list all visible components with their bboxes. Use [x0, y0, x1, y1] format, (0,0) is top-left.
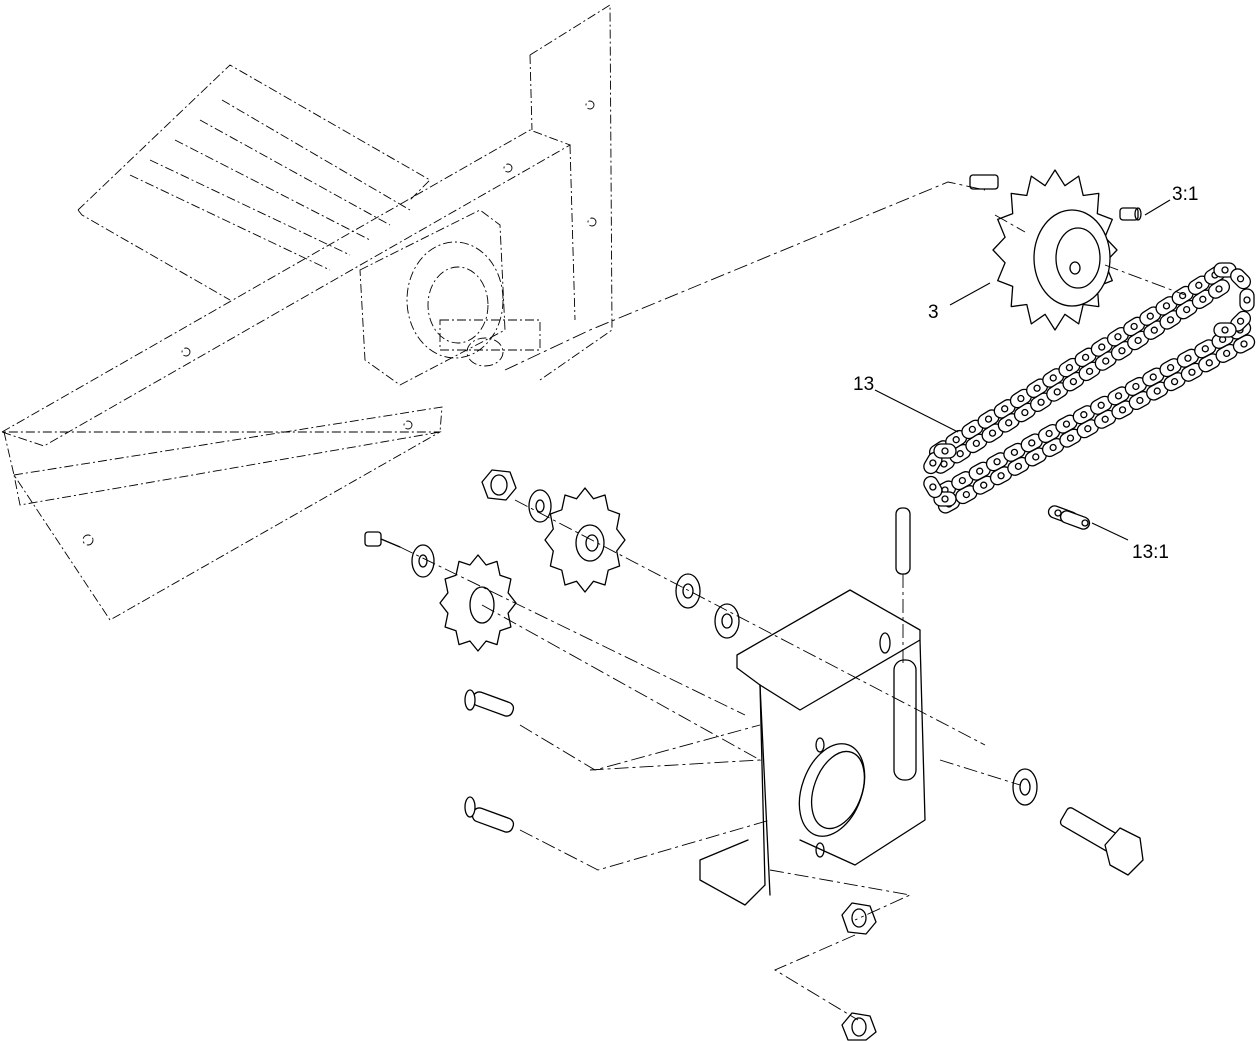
chain-pin: [1065, 363, 1074, 372]
chain-pin: [941, 447, 949, 455]
chain-pin: [1049, 374, 1057, 382]
chain-pin: [1098, 343, 1106, 351]
chain-pin: [952, 436, 960, 444]
chain-pin: [1010, 448, 1019, 457]
drive-sprocket: [969, 169, 1118, 331]
sprocket-teeth: [439, 554, 517, 652]
chain-pin: [1166, 363, 1175, 372]
chain-link: [1232, 334, 1256, 354]
chain-pin: [1205, 359, 1213, 367]
chain-link: [1239, 288, 1255, 312]
flange-bearing: [359, 209, 541, 386]
chain-pin: [1166, 316, 1175, 324]
connecting-link: [1047, 505, 1091, 530]
chain-pin: [1178, 291, 1187, 300]
chain-pin: [929, 459, 937, 467]
chain-pin: [993, 458, 1001, 466]
chain-pin: [1236, 317, 1245, 325]
chain-pin: [1069, 377, 1078, 386]
chain-pin: [972, 439, 981, 448]
chain-link: [1207, 279, 1231, 299]
chain-pin: [1085, 367, 1094, 376]
chain-link: [923, 475, 943, 499]
chain-pin: [962, 490, 971, 499]
chain-pin: [1236, 275, 1245, 283]
chain-pin: [1066, 434, 1075, 442]
chain-pin: [929, 483, 937, 491]
tensioner-bracket: [699, 589, 926, 906]
chain-pin: [1114, 392, 1123, 400]
chain-pin: [1215, 285, 1223, 293]
chain-pin: [1114, 333, 1122, 341]
chain-pin: [958, 476, 967, 485]
idler-assembly: [364, 469, 911, 833]
chain-pin: [1005, 419, 1013, 427]
chain-pin: [1028, 439, 1036, 447]
chain-pin: [1182, 305, 1191, 314]
sprocket-teeth: [544, 487, 626, 593]
chain-pin: [1081, 353, 1090, 362]
chain-pin: [1199, 295, 1207, 303]
roller-chain: [923, 262, 1256, 514]
chain-pin: [1080, 411, 1088, 419]
chain-pin: [1033, 384, 1041, 392]
chain-pin: [1014, 462, 1023, 471]
set-screw: [1119, 207, 1142, 221]
callout-3: 3: [928, 302, 939, 323]
chain-pin: [1130, 322, 1138, 331]
chain-pin: [1101, 415, 1109, 423]
chain-pin: [1118, 347, 1126, 355]
chain-link: [933, 443, 957, 459]
chain-pin: [1195, 281, 1203, 289]
callout-13-1: 13:1: [1132, 542, 1169, 563]
chain-pin: [956, 450, 964, 458]
chain-pin: [1118, 406, 1127, 414]
chain-pin: [1150, 326, 1158, 334]
chain-pin: [1240, 340, 1248, 348]
hardware-lower: [841, 768, 1144, 1041]
callouts: 3:1 3 13 13:1: [853, 184, 1198, 563]
chain-pin: [1243, 296, 1251, 304]
chain-pin: [997, 472, 1005, 480]
chain-pin: [1201, 345, 1209, 353]
chain-pin: [1032, 453, 1040, 461]
callout-3-1: 3:1: [1172, 184, 1198, 205]
chain-link: [1213, 322, 1237, 338]
chain-pin: [1021, 408, 1029, 417]
chain-pin: [1153, 387, 1161, 395]
chain-pin: [1222, 349, 1231, 358]
chain-pin: [976, 467, 984, 475]
chain-pin: [1037, 398, 1045, 406]
chain-pin: [988, 429, 997, 437]
callout-13: 13: [853, 374, 874, 395]
chain-pin: [1221, 326, 1229, 334]
chain-pin: [1149, 373, 1157, 381]
phantom-frame: [0, 4, 613, 621]
chain-pin: [1049, 443, 1057, 452]
chain-pin: [1102, 357, 1110, 365]
chain-pin: [1136, 396, 1144, 405]
chain-pin: [941, 495, 949, 503]
chain-pin: [1084, 425, 1092, 433]
chain-pin: [1188, 368, 1196, 376]
chain-link: [1230, 268, 1252, 290]
chain-pin: [968, 425, 977, 434]
chain-pin: [1053, 388, 1061, 396]
chain-pin: [984, 415, 993, 423]
chain-pin: [980, 481, 988, 489]
chain-pin: [1134, 336, 1142, 345]
chain-pin: [1146, 312, 1154, 320]
chain-pin: [1132, 382, 1140, 391]
assembly-lines: [399, 181, 1186, 1021]
chain-pin: [1001, 405, 1009, 413]
chain-pin: [1170, 377, 1179, 386]
chain-pin: [1097, 401, 1105, 409]
chain-pin: [1062, 420, 1071, 428]
chain-pin: [1162, 302, 1171, 310]
chain-pin: [1184, 354, 1192, 362]
chain-pin: [1017, 394, 1025, 403]
chain-pin: [1221, 266, 1229, 274]
chain-pin: [1045, 429, 1053, 438]
